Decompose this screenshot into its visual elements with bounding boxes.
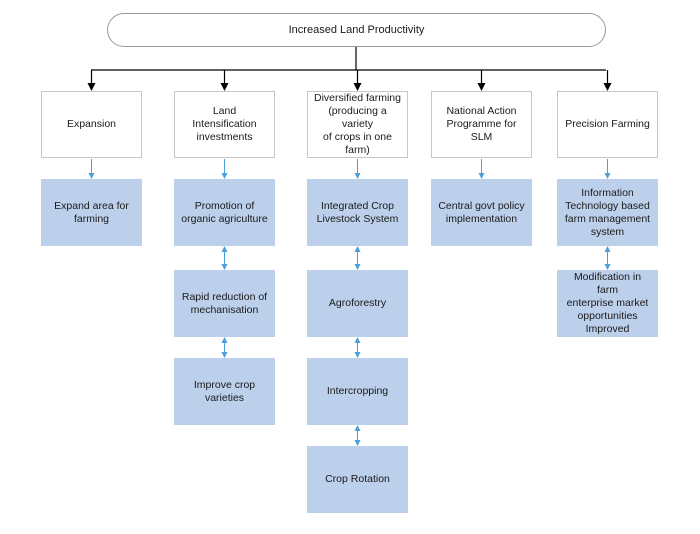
strategy-item-box: Improve crop varieties <box>174 358 275 425</box>
strategy-item-box: Promotion of organic agriculture <box>174 179 275 246</box>
root-node-title: Increased Land Productivity <box>107 13 606 47</box>
strategy-item-box: Integrated Crop Livestock System <box>307 179 408 246</box>
strategy-item-box: Intercropping <box>307 358 408 425</box>
strategy-item-box: Central govt policy implementation <box>431 179 532 246</box>
strategy-item-box: Rapid reduction of mechanisation <box>174 270 275 337</box>
strategy-item-box: Modification in farm enterprise market o… <box>557 270 658 337</box>
category-header-box: Diversified farming (producing a variety… <box>307 91 408 158</box>
category-header-box: National Action Programme for SLM <box>431 91 532 158</box>
category-header-box: Precision Farming <box>557 91 658 158</box>
strategy-item-box: Agroforestry <box>307 270 408 337</box>
strategy-item-box: Expand area for farming <box>41 179 142 246</box>
category-header-box: Land Intensification investments <box>174 91 275 158</box>
strategy-item-box: Crop Rotation <box>307 446 408 513</box>
category-header-box: Expansion <box>41 91 142 158</box>
strategy-item-box: Information Technology based farm manage… <box>557 179 658 246</box>
